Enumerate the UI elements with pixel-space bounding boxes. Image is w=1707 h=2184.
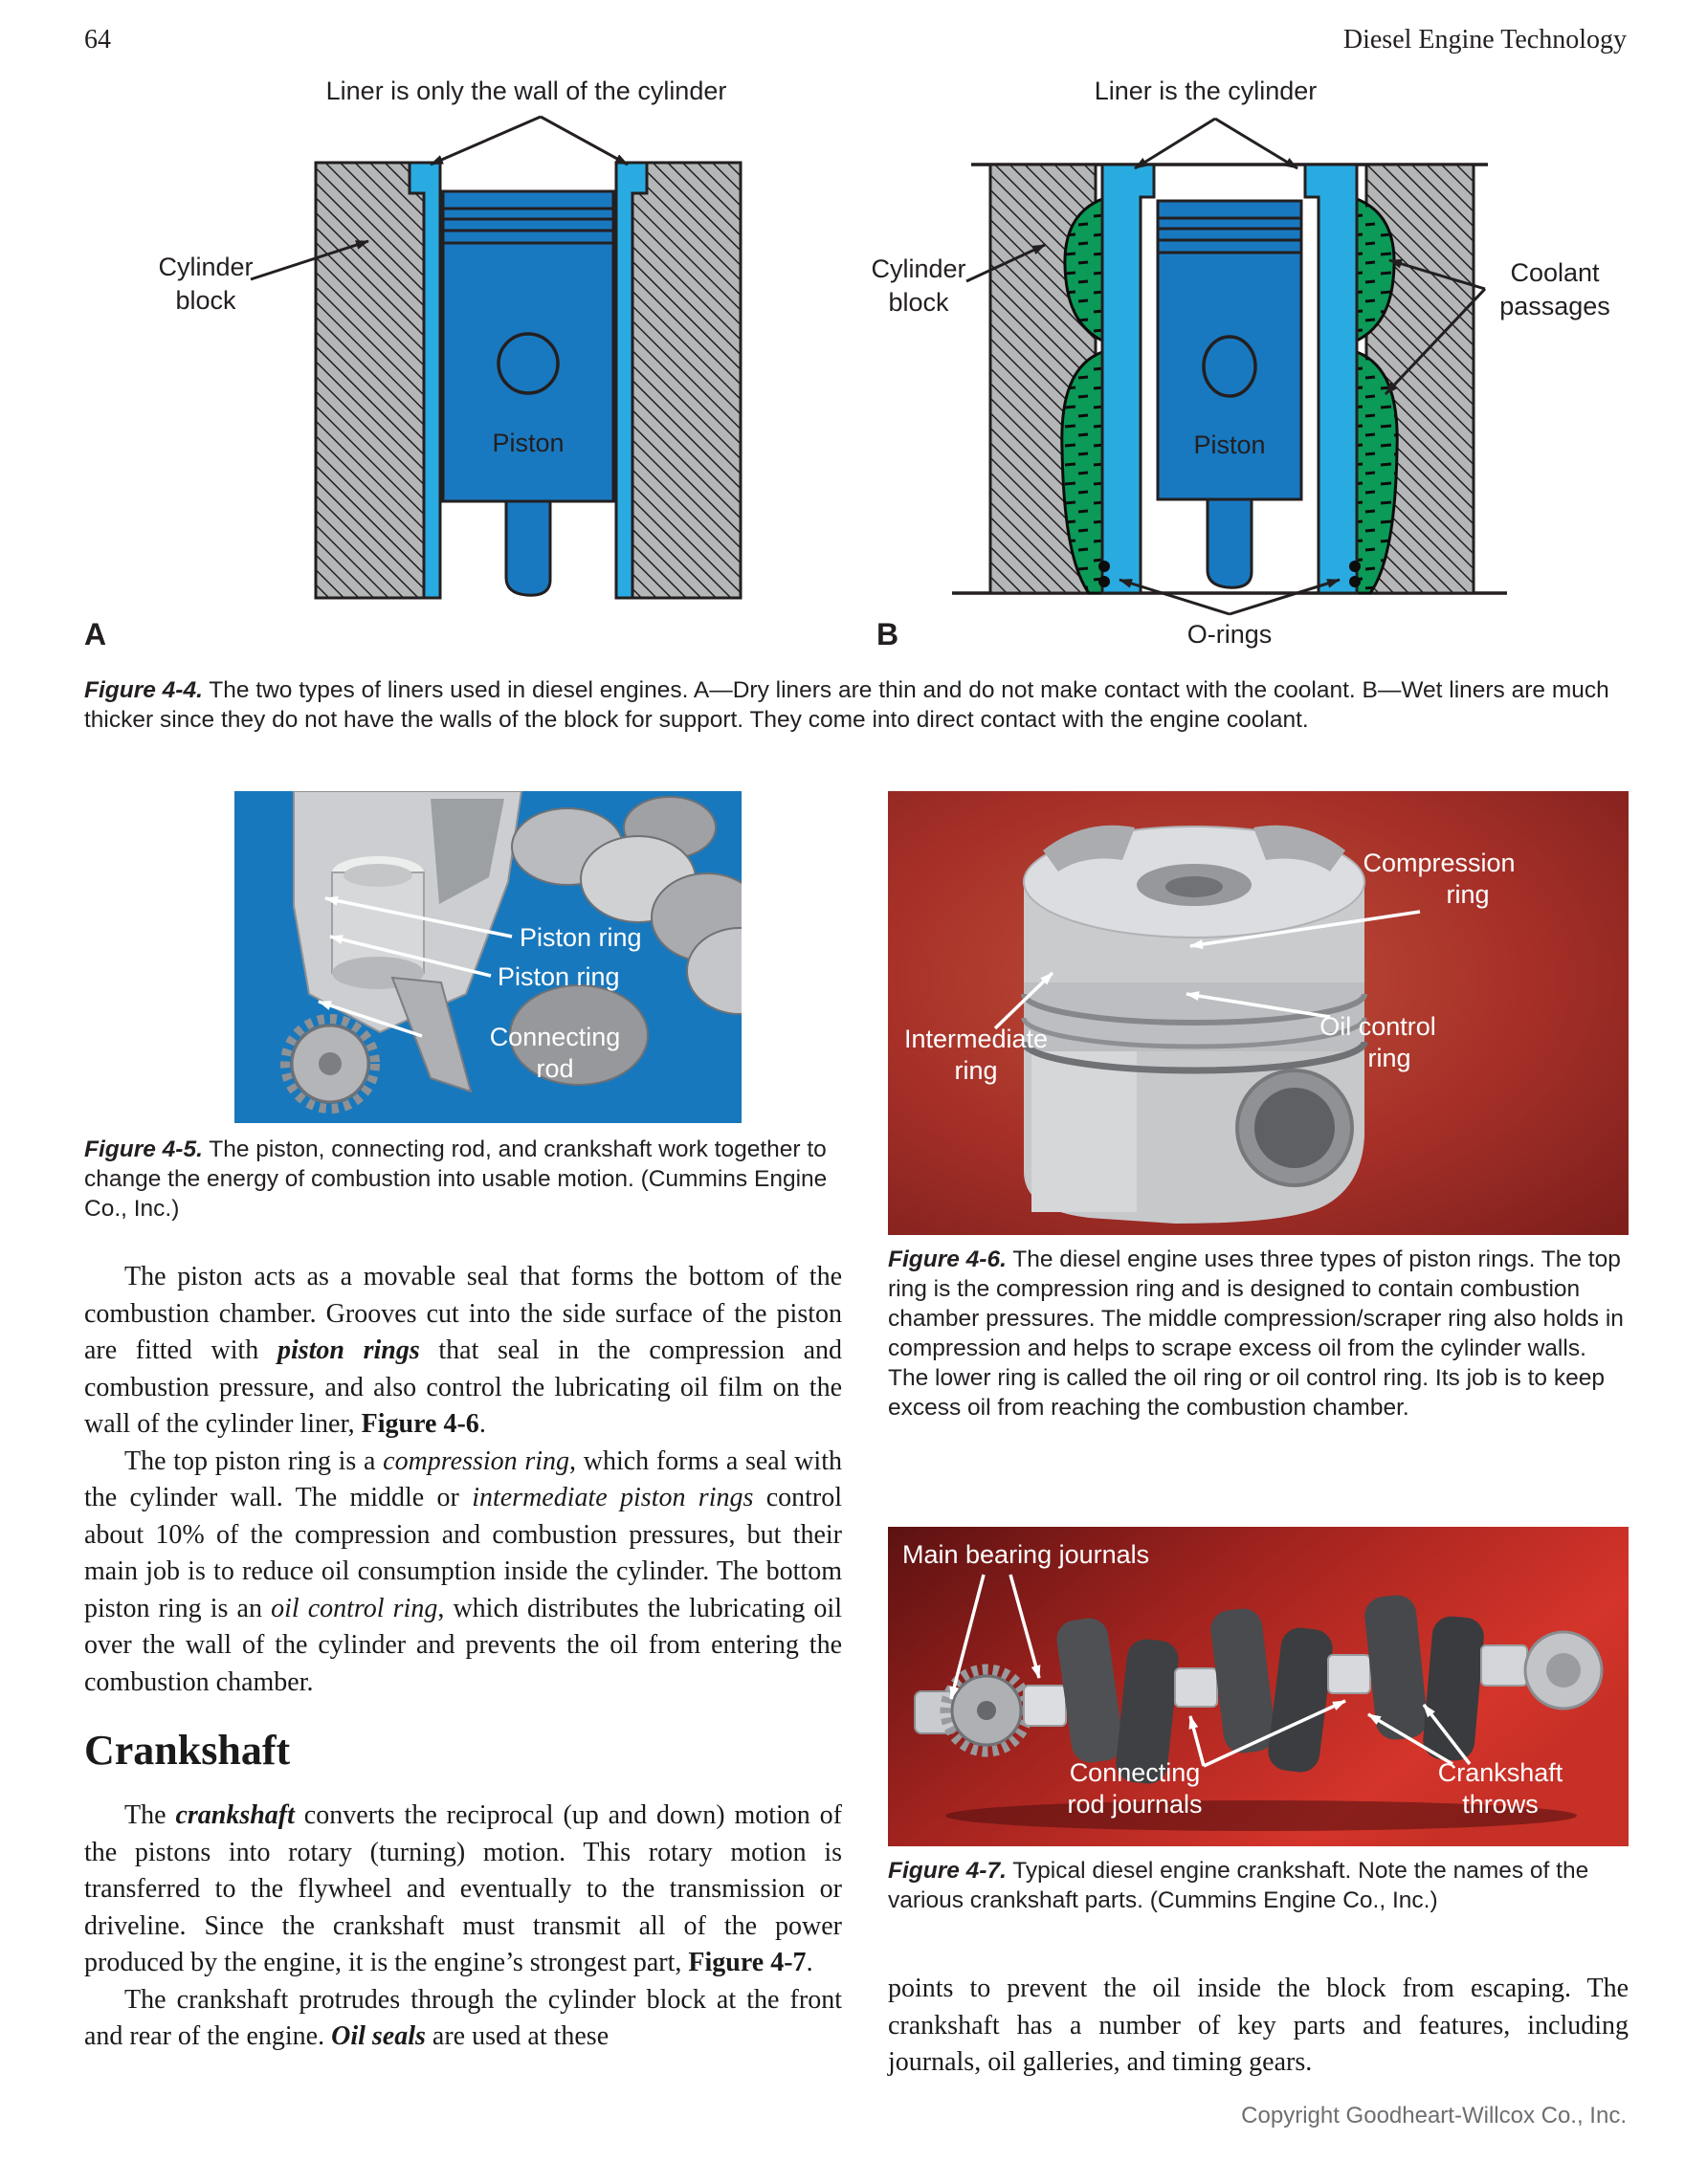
label-connecting-rod: Connecting (490, 1023, 621, 1051)
label-crankshaft-throws: Crankshaft (1438, 1758, 1563, 1787)
gear-teeth (280, 1014, 380, 1114)
cylinder-block-left (314, 161, 426, 600)
crank-web (1364, 1595, 1428, 1740)
running-title: Diesel Engine Technology (1342, 25, 1627, 55)
svg-text:passages: passages (1499, 292, 1610, 320)
coolant-passage (1063, 196, 1104, 343)
copyright-footer: Copyright Goodheart-Willcox Co., Inc. (1241, 2103, 1627, 2129)
label-coolant-passages: Coolant (1510, 258, 1600, 287)
figure-4-7-photo: Main bearing journals Connecting rod jou… (888, 1527, 1629, 1846)
crank-web (1268, 1627, 1333, 1773)
label-piston-b: Piston (1193, 430, 1265, 459)
o-ring (1349, 561, 1361, 572)
paragraph: The top piston ring is a compression rin… (84, 1445, 843, 1697)
label-liner-a: Liner is only the wall of the cylinder (326, 77, 727, 105)
panel-label-b: B (876, 617, 899, 651)
label-cylinder-block-a: Cylinder (158, 253, 253, 281)
main-bearing-journal (1480, 1644, 1528, 1687)
svg-text:ring: ring (1446, 880, 1489, 909)
crank-web (1116, 1639, 1179, 1784)
label-piston-ring-2: Piston ring (498, 962, 620, 991)
figure-4-4-caption: Figure 4-4. The two types of liners used… (84, 677, 1609, 733)
coolant-passage (1355, 349, 1399, 595)
compression-ring-groove (1021, 993, 1367, 1026)
body-left-column: The piston acts as a movable seal that f… (84, 1259, 842, 2056)
svg-text:block: block (175, 286, 236, 315)
piston-pin-bore (1202, 335, 1257, 398)
connecting-rod-shape (390, 976, 473, 1093)
piston-pin-bore (497, 332, 560, 395)
o-ring (1098, 576, 1110, 587)
figure-4-5-photo: Piston ring Piston ring Connecting rod (234, 791, 742, 1123)
figure-4-7-caption: Figure 4-7. Typical diesel engine cranks… (888, 1858, 1589, 1913)
piston-ring-band (1024, 982, 1364, 1054)
svg-text:rod: rod (536, 1054, 573, 1083)
main-bearing-journal (1023, 1685, 1067, 1727)
wet-liner-right (1303, 163, 1359, 595)
crank-web (1210, 1608, 1275, 1754)
figure-4-4-diagram-a: Liner is only the wall of the cylinder C… (158, 77, 743, 600)
figure-4-5-caption: Figure 4-5. The piston, connecting rod, … (84, 1136, 828, 1222)
figure-4-4-diagram-b: Liner is the cylinder Cylinder block Pis… (871, 77, 1610, 649)
o-ring (1098, 561, 1110, 572)
connecting-rod-journal (1174, 1667, 1218, 1708)
wet-liner-left (1100, 163, 1156, 595)
label-oil-control-ring: Oil control (1319, 1012, 1436, 1041)
label-o-rings: O-rings (1187, 620, 1273, 649)
paragraph: The crankshaft protrudes through the cyl… (84, 1984, 842, 2052)
body-right-column: points to prevent the oil inside the blo… (888, 1971, 1629, 2082)
paragraph: points to prevent the oil inside the blo… (888, 1974, 1629, 2077)
svg-text:block: block (888, 288, 949, 317)
oil-ring-groove (1020, 1041, 1368, 1074)
o-ring (1349, 576, 1361, 587)
connecting-rod-stub (504, 499, 552, 597)
connecting-rod-stub (1206, 497, 1253, 589)
figure-4-6-photo: Compression ring Intermediate ring Oil c… (888, 791, 1629, 1235)
label-piston-ring-1: Piston ring (520, 923, 642, 952)
section-heading-crankshaft: Crankshaft (84, 1727, 291, 1774)
pin-bore (1254, 1088, 1335, 1168)
svg-text:rod journals: rod journals (1067, 1790, 1202, 1819)
crankshaft-lobe (686, 927, 742, 1015)
panel-label-a: A (84, 617, 107, 651)
cylinder-block-right (631, 161, 743, 600)
label-liner-b: Liner is the cylinder (1095, 77, 1318, 105)
label-intermediate-ring: Intermediate (904, 1025, 1048, 1053)
piston (1156, 199, 1303, 501)
label-main-bearing-journals: Main bearing journals (902, 1540, 1149, 1569)
page-number: 64 (84, 25, 111, 55)
crank-web (1056, 1618, 1123, 1763)
intermediate-ring-groove (1021, 1017, 1367, 1049)
figure-4-6-caption: Figure 4-6. The diesel engine uses three… (888, 1246, 1624, 1421)
paragraph: The crankshaft converts the reciprocal (… (84, 1800, 842, 1977)
label-cylinder-block-b: Cylinder (871, 254, 965, 283)
label-connecting-rod-journals: Connecting (1070, 1758, 1201, 1787)
svg-text:ring: ring (1367, 1044, 1410, 1072)
label-piston-a: Piston (492, 429, 564, 457)
label-compression-ring: Compression (1363, 849, 1515, 877)
connecting-rod-journal (1327, 1654, 1371, 1694)
svg-text:ring: ring (954, 1056, 997, 1085)
coolant-passage (1060, 349, 1104, 595)
svg-text:throws: throws (1462, 1790, 1539, 1819)
paragraph: The piston acts as a movable seal that f… (84, 1262, 843, 1439)
